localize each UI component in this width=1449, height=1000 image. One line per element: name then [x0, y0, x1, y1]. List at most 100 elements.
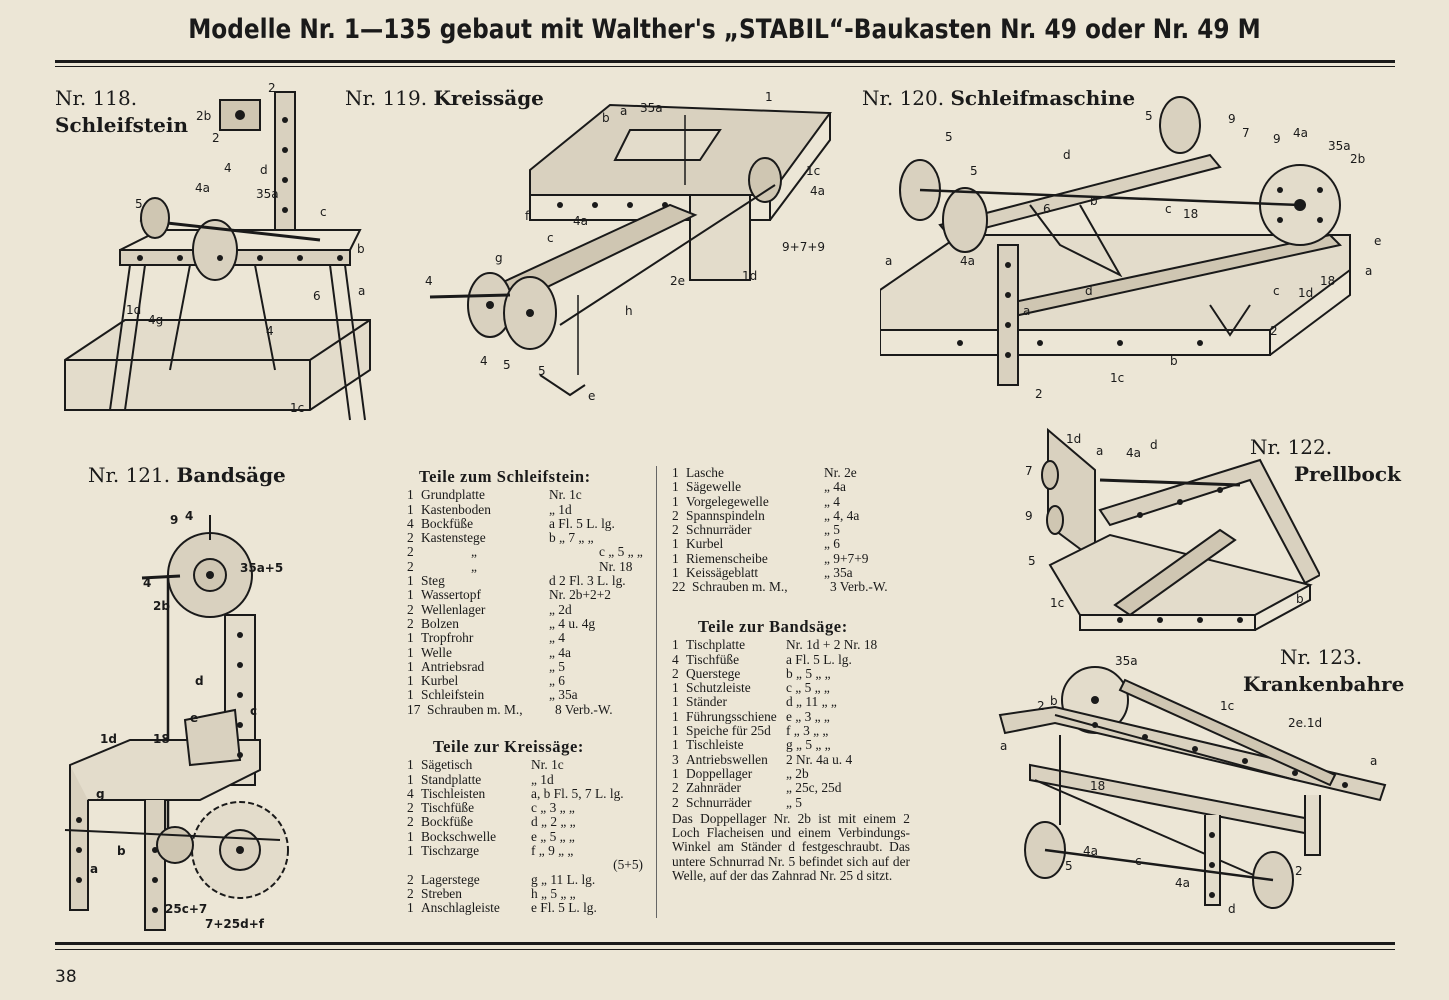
label-121-d: d: [195, 674, 204, 688]
parts-quantity: 1: [672, 493, 679, 509]
label-123-c: c: [1135, 854, 1142, 868]
page-header: Modelle Nr. 1—135 gebaut mit Walther's „…: [188, 14, 1261, 45]
label-119-4: 4: [425, 274, 433, 288]
label-122-1d: 1d: [1066, 432, 1081, 446]
parts-quantity: 17: [407, 701, 421, 717]
model-121-name: Bandsäge: [176, 463, 286, 487]
parts-quantity: 1: [407, 771, 414, 787]
label-119-35a: 35a: [640, 101, 663, 115]
parts-name: Speiche für 25d: [686, 723, 771, 739]
label-121-25c7: 25c+7: [165, 902, 207, 916]
parts-name: Kastenboden: [421, 501, 491, 517]
parts-reference: „ 2d: [549, 601, 572, 617]
label-122-9: 9: [1025, 509, 1033, 523]
parts-reference: „ 9+7+9: [824, 550, 869, 566]
label-123-35a: 35a: [1115, 655, 1138, 668]
parts-name: „: [471, 558, 477, 574]
label-123-2: 2: [1037, 699, 1045, 713]
label-123-a2: a: [1370, 754, 1377, 768]
label-123-d: d: [1228, 902, 1236, 916]
label-122-4a: 4a: [1126, 446, 1141, 460]
label-121-9: 9: [170, 513, 178, 527]
model-120-number: Nr. 120.: [862, 86, 945, 110]
parts-reference: „ 4 u. 4g: [549, 615, 596, 631]
parts-name: Tischfüße: [686, 651, 740, 667]
model-119-number: Nr. 119.: [345, 86, 428, 110]
parts-quantity: 1: [407, 843, 414, 859]
label-118-4a: 4: [224, 161, 232, 175]
header-rule-thick: [55, 60, 1395, 63]
footer-rule-thin: [55, 949, 1395, 950]
parts-reference: Nr. 2e: [824, 465, 857, 480]
parts-reference: Nr. 1d + 2 Nr. 18: [786, 637, 878, 653]
parts-quantity: 2: [672, 665, 679, 681]
parts-quantity: 2: [407, 601, 414, 617]
parts-reference: a Fl. 5 L. lg.: [549, 515, 615, 531]
parts-bandsaege: Teile zur Bandsäge: 1 Tischplatte Nr. 1d +…: [672, 617, 910, 883]
label-123-1c: 1c: [1220, 699, 1234, 713]
parts-quantity: 1: [672, 680, 679, 696]
parts-reference: e „ 3 „ „: [786, 708, 830, 724]
parts-reference: e Fl. 5 L. lg.: [531, 900, 597, 916]
parts-bandsaege-heading: Teile zur Bandsäge:: [698, 617, 848, 636]
parts-quantity: 2: [672, 522, 679, 538]
label-118-4g: 4g: [148, 313, 163, 327]
parts-quantity: 2: [672, 780, 679, 796]
parts-quantity: 1: [672, 536, 679, 552]
label-119-2e: 2e: [670, 274, 685, 288]
parts-row: 2„c „ 5 „ „: [407, 545, 643, 560]
label-122-b: b: [1296, 592, 1304, 606]
parts-reference: g „ 11 L. lg.: [531, 871, 596, 887]
parts-name: Schnurräder: [686, 522, 752, 538]
label-120-a2: a: [1023, 304, 1030, 318]
label-120-5a: 5: [945, 130, 953, 144]
label-123-2e1d: 2e.1d: [1288, 716, 1322, 730]
label-120-d: d: [1063, 148, 1071, 162]
parts-name: Tischfüße: [421, 800, 475, 816]
parts-reference: „ 4a: [549, 644, 571, 660]
parts-quantity: 1: [407, 587, 414, 603]
parts-name: Schnurräder: [686, 794, 752, 810]
parts-quantity: 1: [672, 550, 679, 566]
parts-name: Tischplatte: [686, 637, 746, 653]
label-121-b: b: [117, 844, 126, 858]
parts-name: Schrauben m. M.,: [692, 579, 788, 595]
label-119-1: 1: [765, 90, 773, 104]
parts-name: Antriebsrad: [421, 658, 485, 674]
parts-name: Sägetisch: [421, 757, 473, 773]
model-122-name: Prellbock: [1294, 462, 1401, 486]
label-123-a: a: [1000, 739, 1007, 753]
label-120-a3: a: [1365, 264, 1372, 278]
label-121-a: a: [90, 862, 98, 876]
parts-reference: d „ 11 „ „: [786, 694, 837, 710]
parts-reference: „ 5: [549, 658, 565, 674]
parts-name: Zahnräder: [686, 780, 742, 796]
label-119-5a: 4: [480, 354, 488, 368]
label-121-4b: 4: [143, 576, 151, 590]
label-118-1c: 1c: [290, 401, 304, 415]
model-120-name: Schleifmaschine: [950, 86, 1136, 110]
parts-reference: Nr. 1c: [549, 487, 582, 503]
parts-name: Grundplatte: [421, 487, 485, 503]
model-122-number: Nr. 122.: [1250, 435, 1333, 459]
label-120-1d: 1d: [1298, 286, 1313, 300]
parts-name: Bockfüße: [421, 515, 474, 531]
parts-name: Tischleiste: [686, 737, 744, 753]
